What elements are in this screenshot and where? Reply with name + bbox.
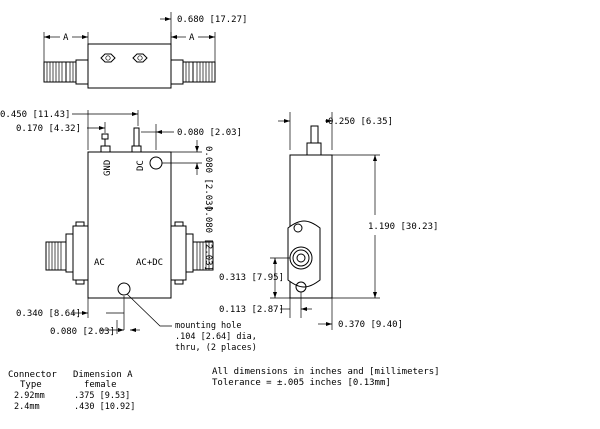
table-header-connector: Connector (8, 370, 57, 380)
dim-bottom-small: 0.080 [2.03] (50, 327, 115, 337)
hex-nut-icon (132, 53, 148, 63)
dim-a-left: A (63, 33, 69, 43)
table-cell-type-2: 2.4mm (14, 402, 40, 412)
mounting-note-line2: .104 [2.64] dia, (175, 332, 257, 342)
dim-height-top: 0.450 [11.43] (0, 110, 70, 120)
dim-side-conn: 0.313 [7.95] (219, 273, 284, 283)
note-tolerance: Tolerance = ±.005 inches [0.13mm] (212, 378, 391, 388)
dim-hole-vert: 0.080 [2.03] (203, 146, 213, 211)
dim-side-depth: 0.370 [9.40] (338, 320, 403, 330)
table-cell-type-1: 2.92mm (14, 391, 45, 401)
table-cell-dim-2: .430 [10.92] (74, 402, 135, 412)
front-right-connector (170, 221, 214, 285)
dim-pin-offset: 0.170 [4.32] (16, 124, 81, 134)
label-acdc: AC+DC (136, 258, 163, 268)
right-connector (170, 59, 216, 85)
table-header-female: female (84, 380, 117, 390)
dim-side-hole: 0.113 [2.87] (219, 305, 284, 315)
mounting-hole-icon (293, 223, 303, 233)
connector-table: Connector Type Dimension A female 2.92mm… (8, 370, 135, 412)
label-dc: DC (136, 160, 146, 171)
note-units: All dimensions in inches and [millimeter… (212, 367, 440, 377)
dim-side-height: 1.190 [30.23] (368, 222, 438, 232)
table-header-dimension-a: Dimension A (73, 370, 133, 380)
top-view-body (87, 43, 172, 89)
dim-pin-right: 0.080 [2.03] (177, 128, 242, 138)
dim-hole-vert-2: 0.080 [2.03] (203, 206, 213, 271)
left-connector (43, 59, 89, 85)
front-view: GND DC (0, 110, 257, 353)
table-cell-dim-1: .375 [9.53] (74, 391, 130, 401)
dim-bottom-left: 0.340 [8.64] (16, 309, 81, 319)
table-header-type: Type (20, 380, 42, 390)
dim-side-width: 0.250 [6.35] (328, 117, 393, 127)
notes: All dimensions in inches and [millimeter… (212, 367, 440, 388)
hex-nut-icon (100, 53, 116, 63)
dim-width-top: 0.680 [17.27] (177, 15, 247, 25)
dim-a-right: A (189, 33, 195, 43)
label-gnd: GND (103, 160, 113, 176)
mounting-note-line3: thru, (2 places) (175, 343, 257, 353)
front-view-body (87, 151, 172, 299)
front-left-connector (45, 221, 89, 285)
mounting-hole-icon (117, 282, 131, 296)
label-ac: AC (94, 258, 105, 268)
mounting-note-line1: mounting hole (175, 321, 242, 331)
side-view: 0.250 [6.35] 1.190 [30.23] 0.313 [7.95] … (219, 112, 438, 330)
top-view: 0.680 [17.27] A A (43, 12, 247, 89)
